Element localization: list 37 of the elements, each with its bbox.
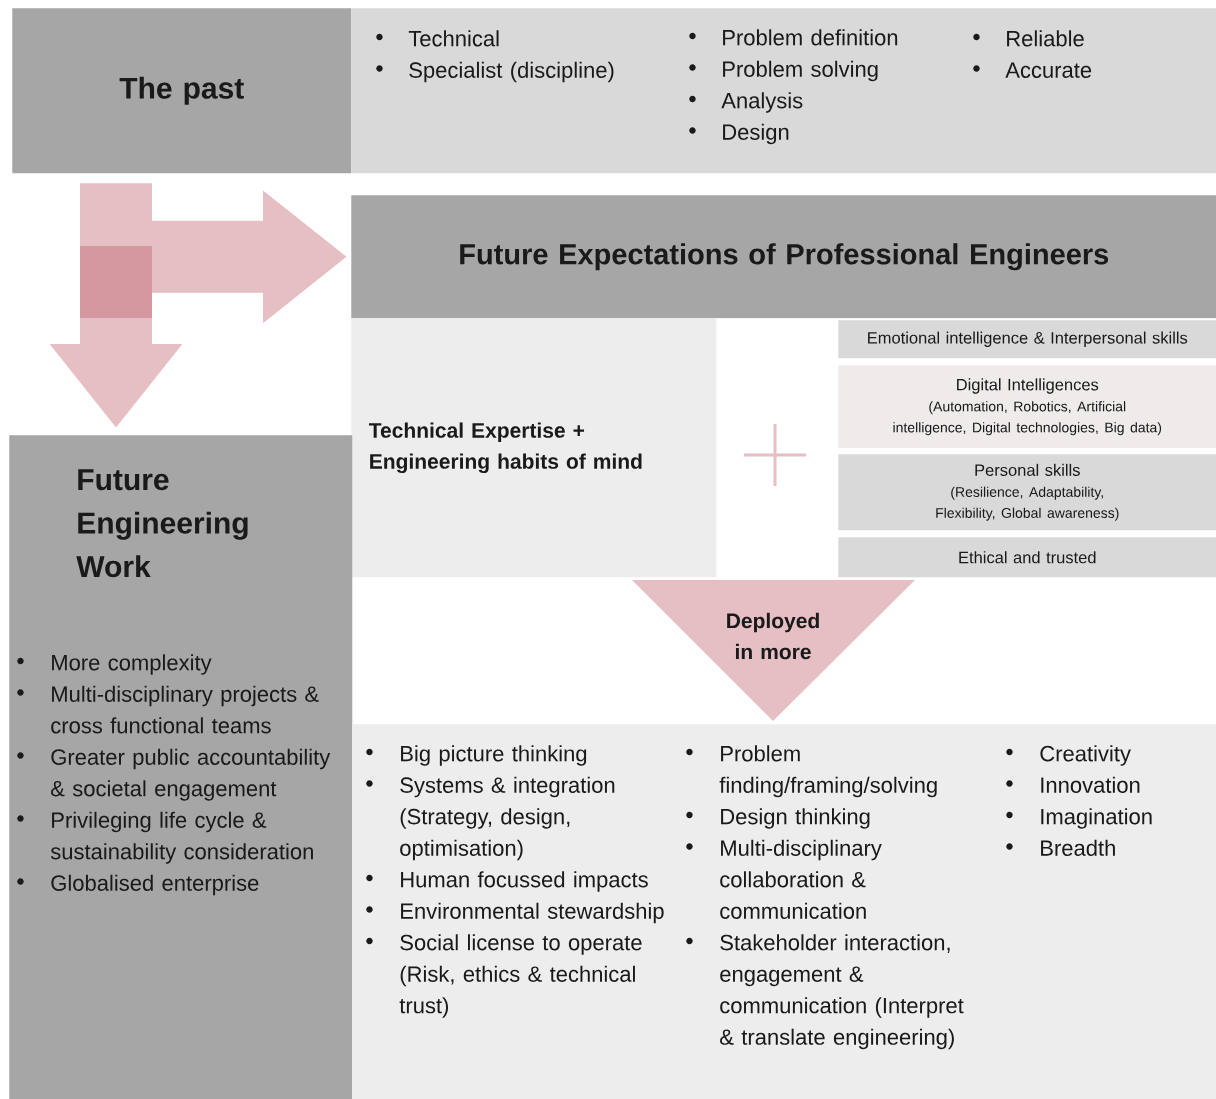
bullet-item: Innovation [1006, 776, 1140, 793]
bullet-item: Creativity [1006, 745, 1131, 766]
bullet-item: Greater public accountability & societal engagement [17, 748, 331, 801]
bullet-item: Problem finding/framing/solving [686, 745, 937, 798]
bullet-item: Multi-disciplinary projects & cross functional teams [17, 685, 319, 734]
bullet-item: Design thinking [686, 808, 870, 829]
bullet-item: Technical [376, 30, 499, 47]
skill-box: Emotional intelligence & Interpersonal skills [838, 320, 1216, 359]
text-box: Technical Expertise + Engineering habits of mind [351, 318, 808, 578]
side-panel: Future Engineering Work More complexity Multi-disciplinary projects & cross functional teams Greater public accountability & societal engagement Privileging life cycle & sustainability consideration Globalised enterprise [9, 435, 353, 1099]
bullet-item: Problem solving [689, 60, 878, 82]
skill-box: Personal skills (Resilience, Adaptability, Flexibility, Global awareness) [838, 454, 1216, 531]
bullet-item: Accurate [973, 62, 1092, 78]
list-panel [352, 724, 1216, 1099]
bullet-item: Social license to operate (Risk, ethics & technical trust) [366, 934, 642, 1018]
bullet-item: Problem definition [689, 29, 898, 46]
bullet-item: Stakeholder interaction, engagement & communication (Interpret & translate engineering) [686, 934, 964, 1050]
bullet-item: Analysis [689, 92, 803, 113]
bullet-item: Human focussed impacts [366, 871, 648, 892]
bullet-item: Big picture thinking [366, 745, 587, 766]
title-box: The past [12, 8, 352, 174]
bullet-item: Specialist (discipline) [376, 61, 614, 83]
bullet-item: More complexity [17, 654, 212, 675]
header-box: Future Expectations of Professional Engineers [351, 195, 1216, 319]
chevron: Deployed in more [632, 580, 915, 721]
bullet-item: Breadth [1006, 839, 1115, 856]
bullet-item: Imagination [1006, 808, 1152, 829]
skill-box: Ethical and trusted [838, 537, 1216, 578]
bullet-item: Reliable [973, 30, 1084, 47]
bullet-item: Globalised enterprise [17, 874, 259, 896]
skill-box: Digital Intelligences (Automation, Robotics, Artificial intelligence, Digital technologies, Big data) [838, 365, 1216, 449]
bullet-item: Design [689, 123, 789, 145]
bullet-item: Environmental stewardship [366, 902, 664, 924]
bullet-item: Systems & integration (Strategy, design, optimisation) [366, 776, 615, 861]
list-panel [351, 8, 1216, 174]
bullet-item: Privileging life cycle & sustainability consideration [17, 811, 313, 864]
bullet-item: Multi-disciplinary collaboration & communication [686, 839, 882, 919]
